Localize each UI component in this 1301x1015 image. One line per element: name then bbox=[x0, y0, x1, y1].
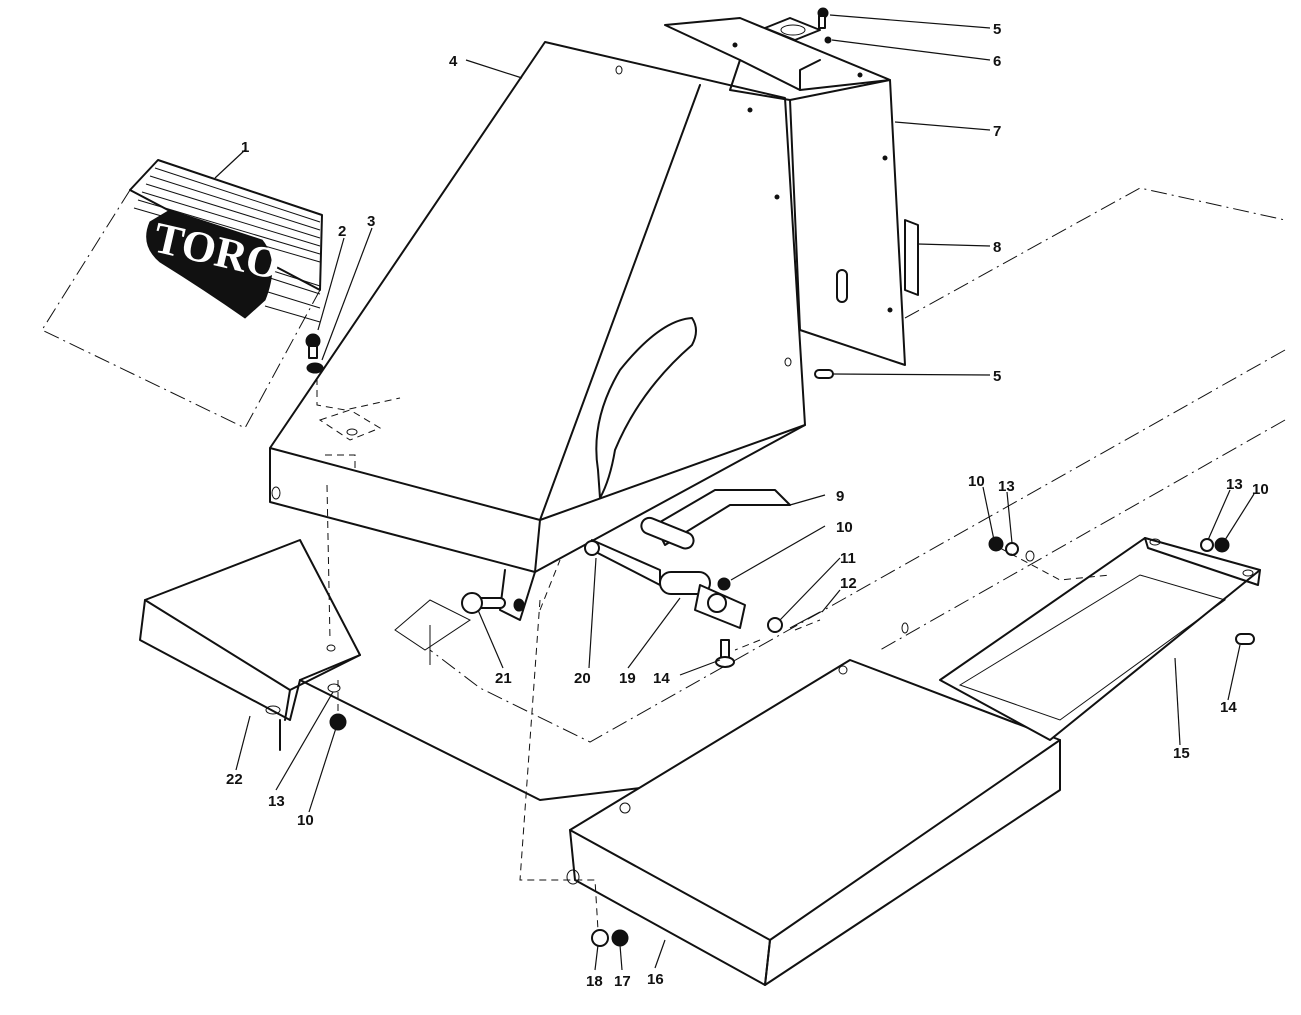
callout-13b: 13 bbox=[1226, 476, 1243, 493]
callout-1: 1 bbox=[241, 139, 249, 156]
right-step-cover bbox=[566, 537, 1261, 986]
callout-8: 8 bbox=[993, 239, 1001, 256]
callout-12: 12 bbox=[840, 575, 857, 592]
callout-14a: 14 bbox=[1220, 699, 1237, 716]
callout-10d: 10 bbox=[297, 812, 314, 829]
support-bracket bbox=[664, 17, 919, 366]
callout-21: 21 bbox=[495, 670, 512, 687]
callout-15: 15 bbox=[1173, 745, 1190, 762]
callout-10b: 10 bbox=[968, 473, 985, 490]
toro-decal: TORO bbox=[41, 159, 323, 429]
panel-cover bbox=[269, 41, 806, 621]
callout-18: 18 bbox=[586, 973, 603, 990]
callout-5a: 5 bbox=[993, 21, 1001, 38]
callout-13a: 13 bbox=[998, 478, 1015, 495]
callout-9: 9 bbox=[836, 488, 844, 505]
callout-11: 11 bbox=[840, 550, 856, 567]
callout-5b: 5 bbox=[993, 368, 1001, 385]
leader-lines bbox=[214, 14, 1255, 971]
callout-7: 7 bbox=[993, 123, 1001, 140]
left-step-cover bbox=[139, 539, 1041, 801]
callout-22: 22 bbox=[226, 771, 243, 788]
callout-19: 19 bbox=[619, 670, 636, 687]
callout-2: 2 bbox=[338, 223, 346, 240]
fasteners bbox=[305, 7, 1255, 947]
callout-3: 3 bbox=[367, 213, 375, 230]
callout-16: 16 bbox=[647, 971, 664, 988]
callout-10c: 10 bbox=[1252, 481, 1269, 498]
assembly-lines bbox=[316, 378, 1111, 931]
callout-20: 20 bbox=[574, 670, 591, 687]
callout-6: 6 bbox=[993, 53, 1001, 70]
callout-labels: 1 2 3 4 5 6 7 8 5 9 10 11 12 10 13 13 10… bbox=[226, 21, 1269, 990]
callout-13c: 13 bbox=[268, 793, 285, 810]
callout-17: 17 bbox=[614, 973, 631, 990]
callout-4: 4 bbox=[449, 53, 458, 70]
deck-outline bbox=[429, 187, 1286, 743]
callout-14b: 14 bbox=[653, 670, 670, 687]
callout-10a: 10 bbox=[836, 519, 853, 536]
